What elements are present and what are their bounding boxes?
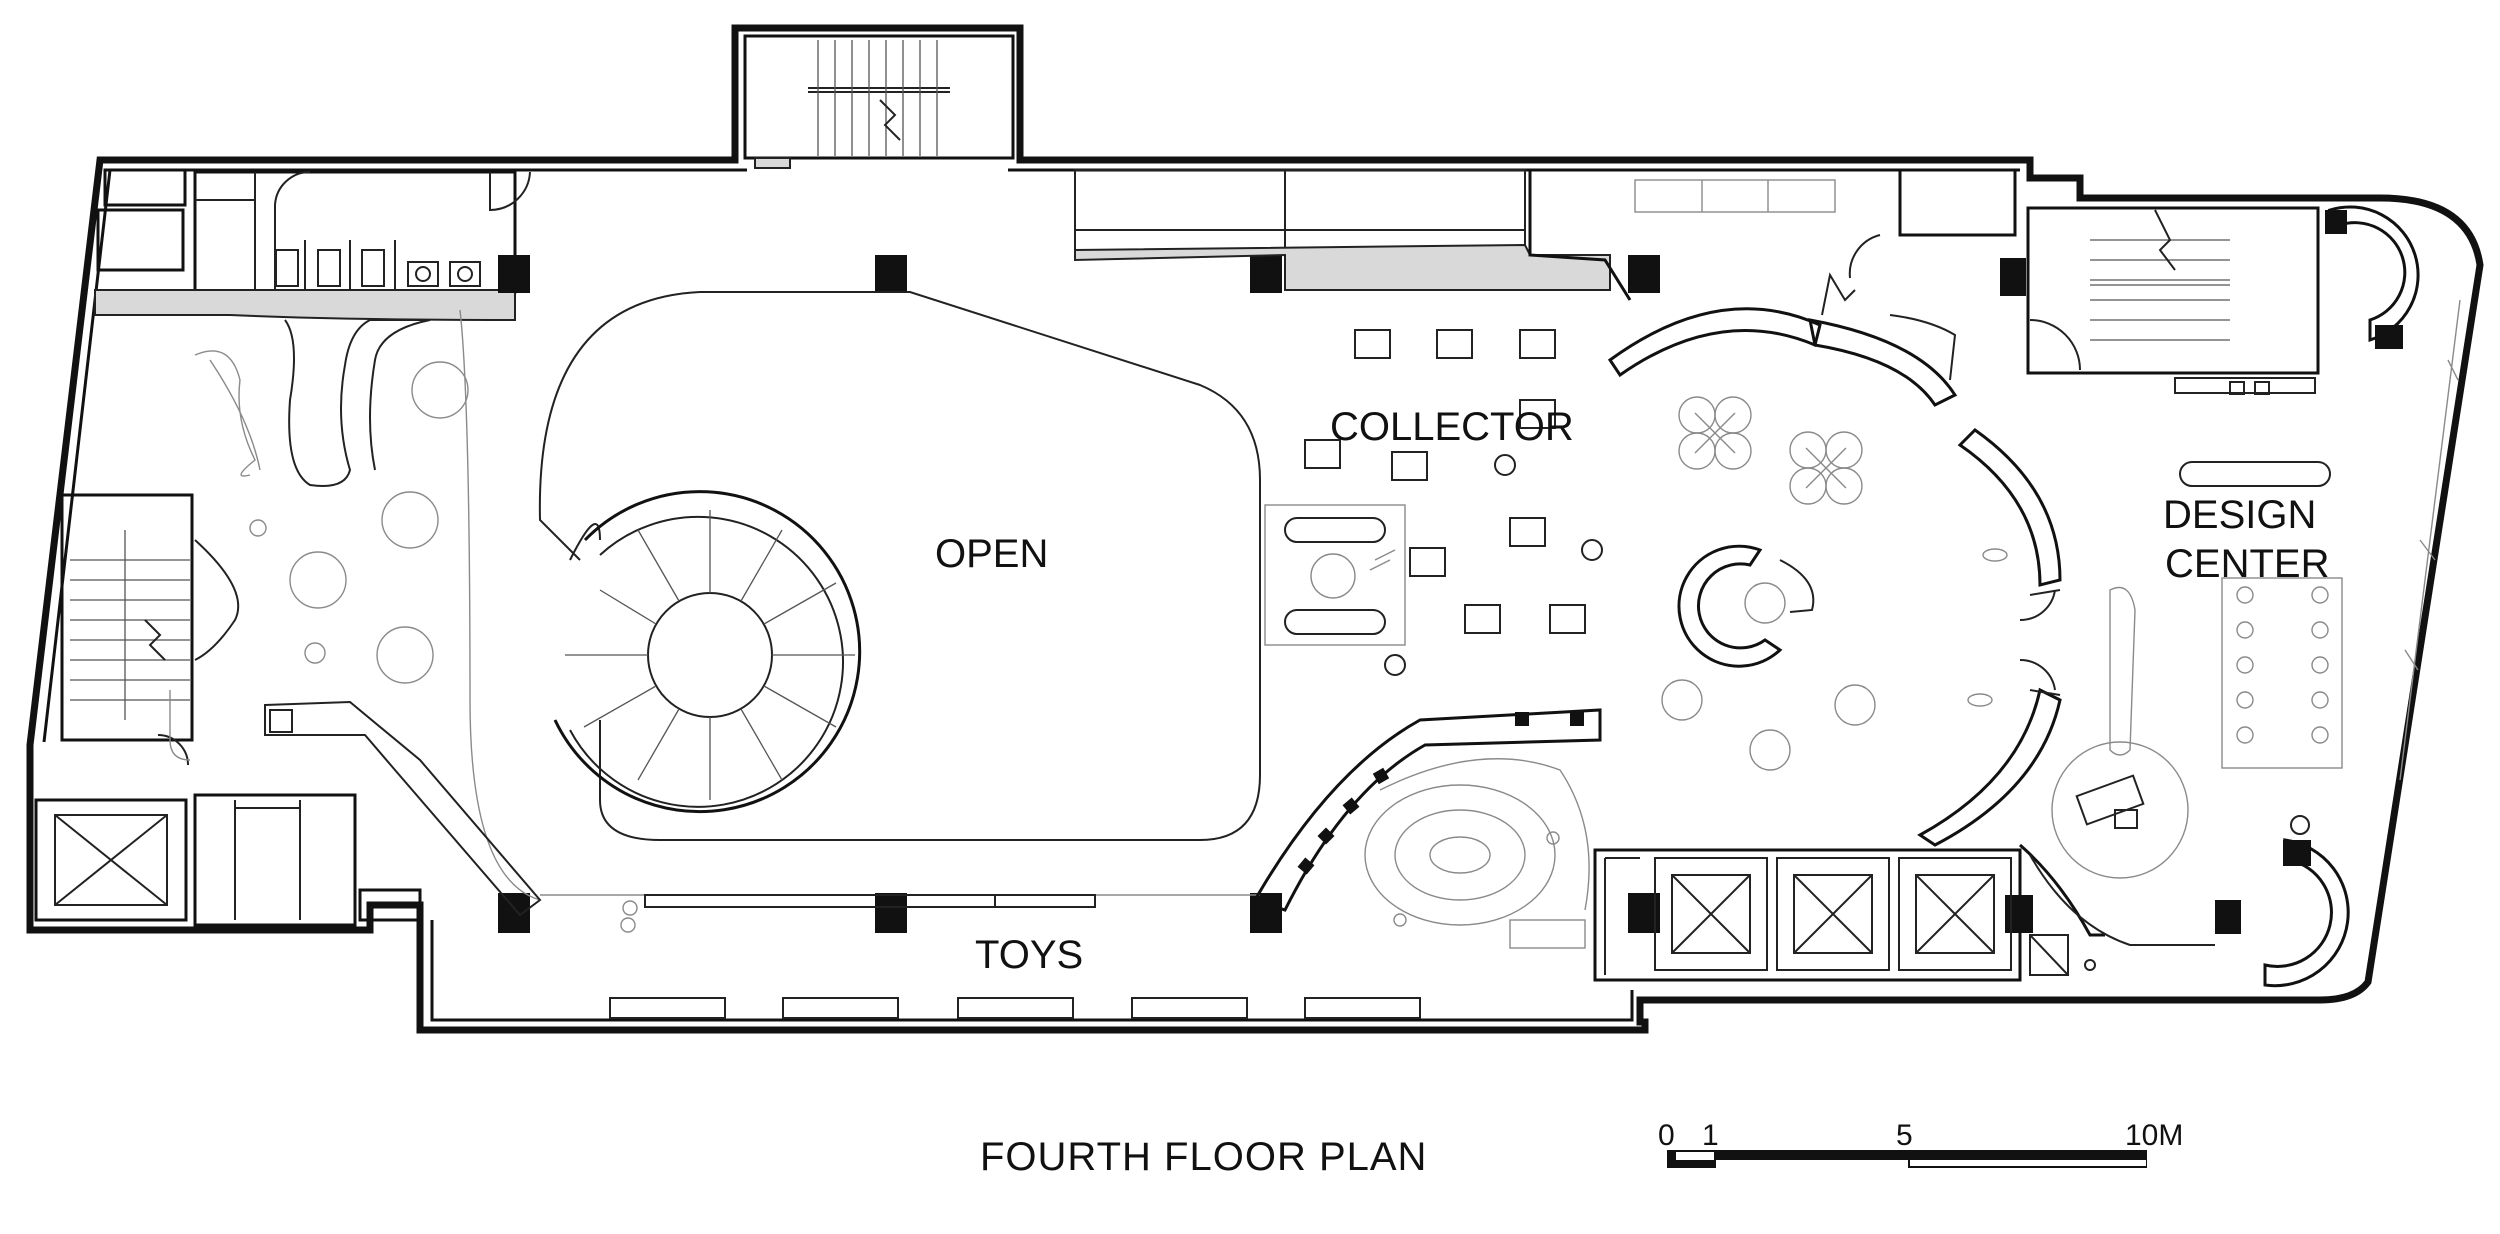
toys-zone [540, 894, 1421, 1019]
room-label-design: DESIGN [2163, 493, 2316, 537]
collector-area [1074, 169, 1836, 676]
top-stair-tower [743, 34, 1015, 169]
drawing-title: FOURTH FLOOR PLAN [980, 1135, 1427, 1179]
scale-tick-0: 0 [1658, 1119, 1675, 1152]
left-stair [60, 493, 240, 766]
room-label-collector: COLLECTOR [1330, 405, 1574, 449]
scale-tick-10m: 10M [2125, 1119, 2183, 1152]
structural-columns [498, 255, 2241, 934]
collector-curved-wall [1607, 234, 1958, 407]
room-label-toys: TOYS [975, 933, 1083, 977]
room-label-center: CENTER [2165, 542, 2329, 586]
restrooms [94, 168, 531, 322]
left-elevator [34, 793, 422, 927]
clover-tables [1661, 396, 2008, 771]
design-center-furniture [2019, 205, 2461, 988]
room-label-open: OPEN [935, 532, 1048, 576]
scale-tick-1: 1 [1702, 1119, 1719, 1152]
left-play-area [169, 309, 542, 917]
scale-bar: 0 1 5 10M [1658, 1119, 2183, 1168]
bottom-elevators [1593, 848, 2096, 982]
exterior-walls [26, 24, 2484, 1034]
curved-partition [1917, 428, 2062, 847]
open-area [538, 291, 1261, 841]
curved-display-wall [1252, 708, 1602, 949]
scale-tick-5: 5 [1896, 1119, 1913, 1152]
right-stair [1898, 168, 2320, 395]
